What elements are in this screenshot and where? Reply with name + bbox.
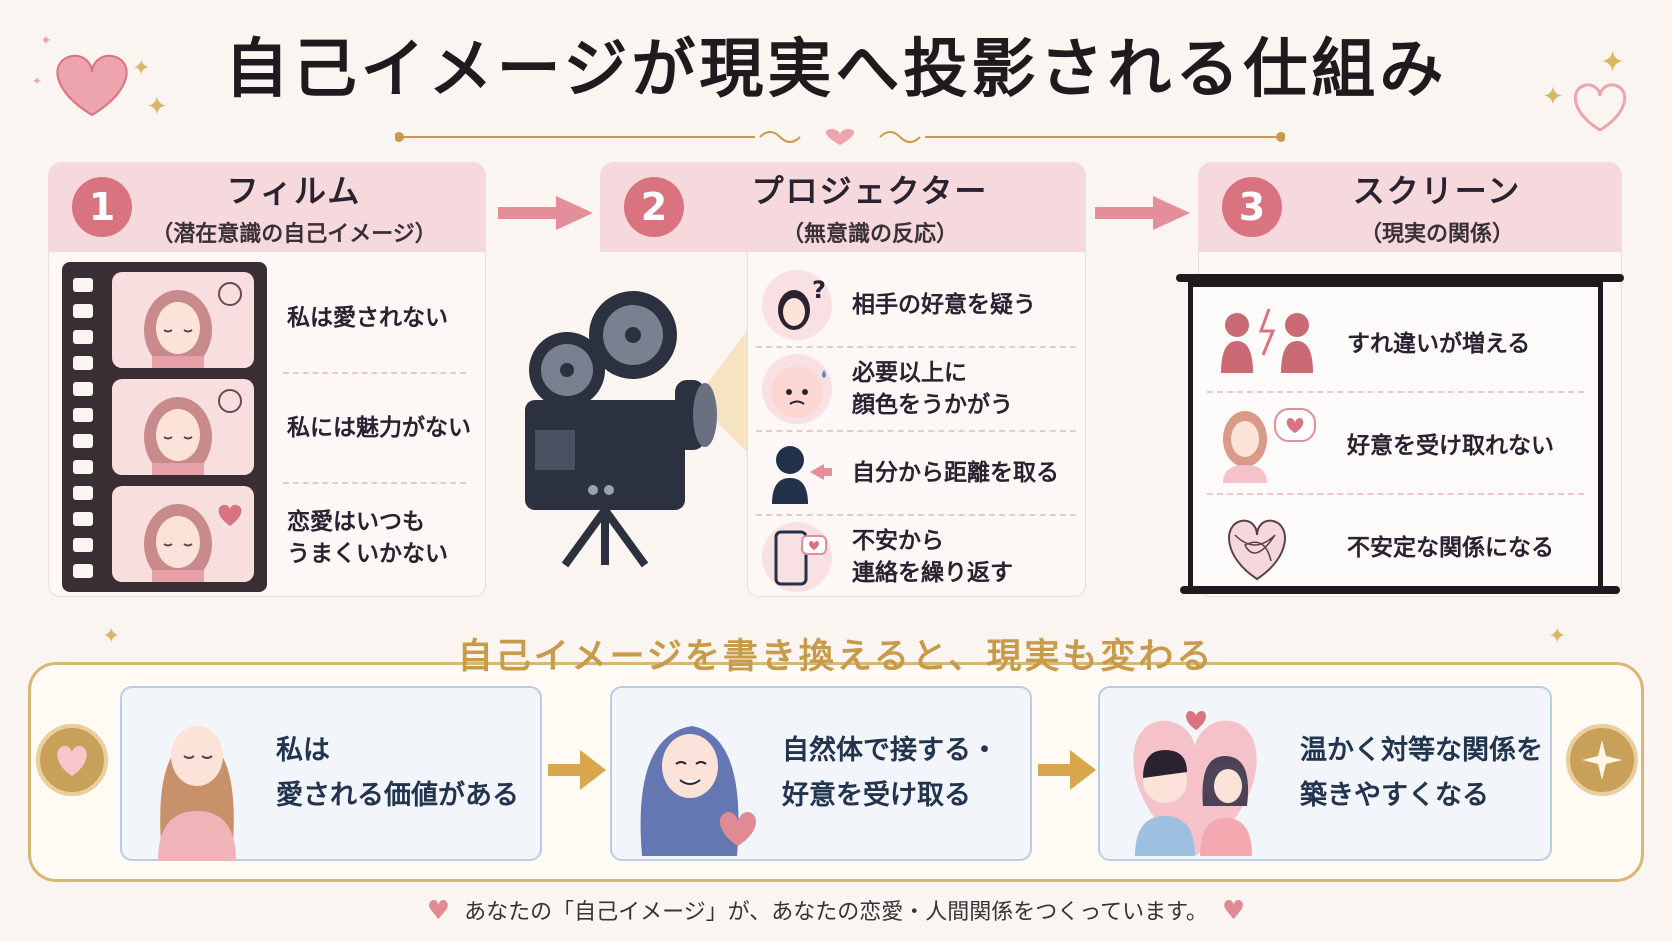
arrow-right-icon	[1095, 196, 1190, 230]
film-frame	[112, 379, 254, 475]
list-item-label: 不安定な関係になる	[1347, 535, 1554, 561]
step-number: 2	[624, 177, 684, 237]
sweat-icon	[762, 354, 832, 424]
svg-text:✦: ✦	[40, 33, 52, 49]
couple-illustration	[1133, 711, 1257, 856]
film-frame	[112, 486, 254, 582]
screen-top-rod	[1176, 274, 1624, 282]
film-list: 私は愛されない 私には魅力がない 恋愛はいつも うまくいかない	[267, 264, 482, 592]
film-strip-icon	[62, 262, 267, 592]
footer: ♥ あなたの「自己イメージ」が、あなたの恋愛・人間関係をつくっています。 ♥	[0, 894, 1672, 926]
svg-text:✦: ✦	[146, 92, 168, 122]
woman-hand-on-heart-illustration	[158, 726, 236, 861]
step-2-header: 2 プロジェクター （無意識の反応）	[600, 162, 1086, 252]
arrow-right-icon	[498, 196, 593, 230]
screen-bottom-rod	[1180, 586, 1620, 594]
footer-text: あなたの「自己イメージ」が、あなたの恋愛・人間関係をつくっています。	[464, 900, 1208, 925]
step-title: フィルム	[226, 172, 362, 210]
list-item-label: 好意を受け取れない	[1347, 433, 1554, 459]
bottom-title: 自己イメージを書き換えると、現実も変わる	[457, 637, 1215, 677]
step-3-header: 3 スクリーン （現実の関係）	[1198, 162, 1622, 252]
step-title: プロジェクター	[751, 172, 989, 210]
svg-text:✦: ✦	[32, 74, 42, 88]
sparkle-icon: ✦	[1600, 45, 1625, 80]
card-label: 温かく対等な関係を 築きやすくなる	[1300, 734, 1543, 811]
list-item: 好意を受け取れない	[1193, 393, 1598, 493]
step-1-header: 1 フィルム （潜在意識の自己イメージ）	[48, 162, 486, 252]
heart-icon	[56, 54, 128, 117]
film-frame	[112, 272, 254, 368]
list-item-label: 不安から 連絡を繰り返す	[852, 527, 1013, 586]
tangled-heart-icon	[1217, 505, 1317, 585]
decor-top-right: ✦ ✦	[1542, 45, 1627, 132]
step-number: 1	[72, 177, 132, 237]
heart-icon	[719, 812, 757, 846]
sparkle-icon: ✦	[1548, 624, 1567, 649]
sparkle-icon: ✦	[102, 624, 121, 649]
list-item: すれ違いが増える	[1193, 291, 1598, 391]
svg-text:?: ?	[812, 276, 826, 304]
list-item-label: すれ違いが増える	[1347, 331, 1531, 357]
phone-icon	[762, 522, 832, 592]
list-item: 私には魅力がない	[287, 414, 471, 441]
step-subtitle: （現実の関係）	[1359, 222, 1514, 247]
step-number: 3	[1222, 177, 1282, 237]
list-item: 不安から 連絡を繰り返す	[750, 516, 1082, 598]
step-title: スクリーン	[1352, 172, 1522, 210]
card-equal-relationship: 温かく対等な関係を 築きやすくなる	[1098, 686, 1552, 861]
list-item: 不安定な関係になる	[1193, 495, 1598, 595]
heart-bubble-icon	[1217, 403, 1317, 483]
lightning-icon	[1217, 301, 1317, 381]
arrow-right-icon	[548, 750, 606, 790]
list-item: 必要以上に 顔色をうかがう	[750, 348, 1082, 430]
step-subtitle: （潜在意識の自己イメージ）	[151, 222, 437, 247]
list-item-label: 相手の好意を疑う	[852, 291, 1036, 318]
page-title: 自己イメージが現実へ投影される仕組み	[224, 33, 1448, 107]
list-item: 自分から距離を取る	[750, 432, 1082, 514]
step-subtitle: （無意識の反応）	[781, 222, 958, 247]
broken-heart-icon	[218, 504, 242, 526]
list-item-label: 必要以上に 顔色をうかがう	[852, 359, 1013, 418]
svg-text:✦: ✦	[1542, 82, 1564, 112]
projector-icon	[525, 291, 755, 568]
person-turning-away-icon	[762, 438, 832, 508]
card-label: 私は 愛される価値がある	[276, 734, 519, 811]
list-item: 私は愛されない	[287, 304, 448, 331]
list-item-label: 自分から距離を取る	[852, 459, 1059, 486]
card-label: 自然体で接する・ 好意を受け取る	[782, 734, 998, 811]
smiling-woman-illustration	[640, 726, 757, 856]
list-item: ? 相手の好意を疑う	[750, 264, 1082, 346]
arrow-right-icon	[1038, 750, 1096, 790]
decor-top-left: ✦ ✦ ✦ ✦	[32, 33, 168, 122]
sparkle-icon: ✦	[132, 56, 150, 81]
heart-icon: ♥	[426, 896, 451, 926]
medal-heart-icon	[36, 724, 108, 796]
card-self-worth: 私は 愛される価値がある	[120, 686, 542, 861]
heart-icon: ♥	[1221, 896, 1246, 926]
title-divider	[395, 129, 1285, 145]
projection-screen: すれ違いが増える 好意を受け取れない 不安定な関係になる	[1188, 282, 1603, 592]
medal-star-icon	[1566, 724, 1638, 796]
projector-list: ? 相手の好意を疑う 必要以上に 顔色をうかがう 自分から距離を取る 不安から …	[750, 264, 1082, 598]
card-natural-self: 自然体で接する・ 好意を受け取る	[610, 686, 1032, 861]
question-icon: ?	[762, 270, 832, 340]
sad-woman-illustration	[144, 282, 242, 368]
list-item: 恋愛はいつも うまくいかない	[287, 508, 448, 567]
